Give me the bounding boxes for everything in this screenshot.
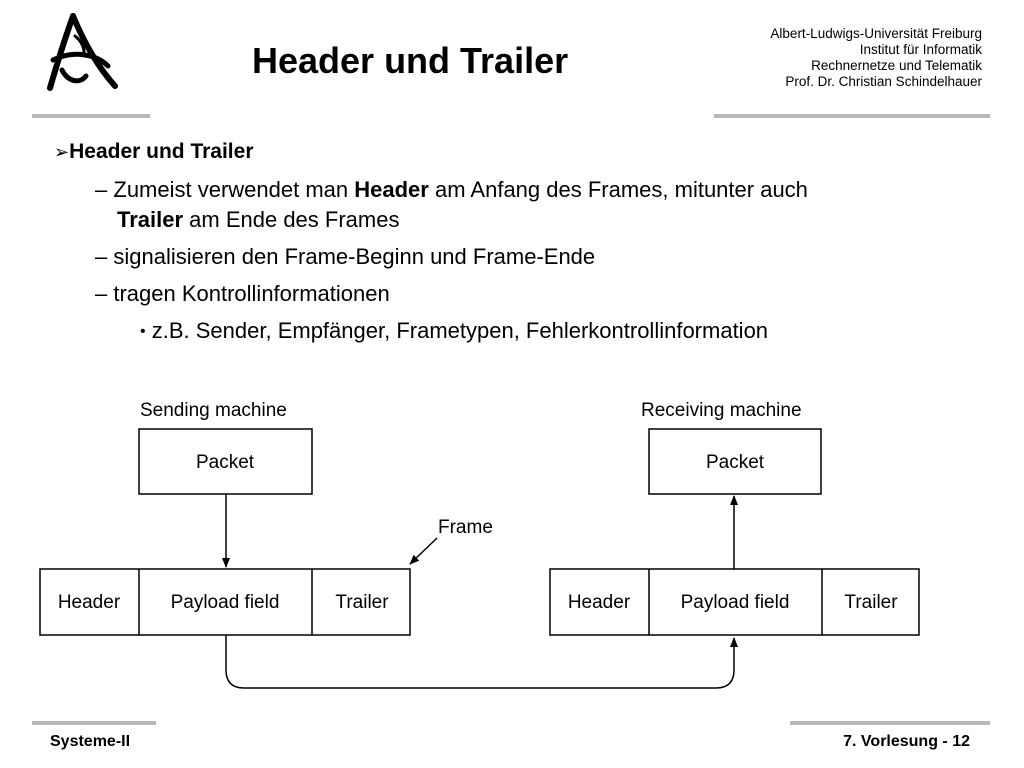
sending-machine-label: Sending machine bbox=[140, 400, 287, 421]
sub-bullet-text: z.B. Sender, Empfänger, Frametypen, Fehl… bbox=[151, 318, 769, 343]
receiving-frame bbox=[549, 568, 920, 636]
receiving-payload-label: Payload field bbox=[681, 592, 790, 613]
slide-title: Header und Trailer bbox=[252, 40, 569, 81]
sending-payload-label: Payload field bbox=[171, 592, 280, 613]
sending-header-label: Header bbox=[58, 592, 121, 613]
footer-course: Systeme-II bbox=[50, 733, 131, 750]
bullet-item-1: – Zumeist verwendet man Header am Anfang… bbox=[95, 177, 808, 203]
bold-term: Trailer bbox=[117, 207, 184, 232]
header-rule-left bbox=[32, 114, 150, 118]
text-span: am Anfang des Frames, mitunter auch bbox=[428, 177, 808, 202]
institution-block: Albert-Ludwigs-Universität Freiburg Inst… bbox=[770, 26, 982, 90]
receiving-trailer-label: Trailer bbox=[844, 592, 898, 613]
university-logo bbox=[47, 13, 118, 91]
header-rule-right bbox=[714, 114, 990, 118]
bullet-item-3: – tragen Kontrollinformationen bbox=[95, 281, 390, 306]
receiving-header-label: Header bbox=[568, 592, 631, 613]
institution-line: Albert-Ludwigs-Universität Freiburg bbox=[770, 26, 982, 41]
transmission-path bbox=[225, 635, 738, 689]
institution-line: Rechnernetze und Telematik bbox=[811, 58, 982, 73]
text-span: Zumeist verwendet man bbox=[113, 177, 355, 202]
frame-pointer-arrow bbox=[409, 537, 438, 565]
bullet-heading: ➢Header und Trailer bbox=[54, 140, 254, 164]
sending-frame bbox=[39, 568, 411, 636]
frame-diagram: Sending machine Packet Frame Header Payl… bbox=[39, 400, 920, 689]
dash-marker: – bbox=[95, 177, 108, 202]
text-span: am Ende des Frames bbox=[183, 207, 400, 232]
footer-rule-right bbox=[790, 721, 990, 725]
bullet-item-1-continued: Trailer am Ende des Frames bbox=[117, 207, 399, 233]
arrow-bullet-icon: ➢ bbox=[54, 142, 70, 162]
institution-line: Prof. Dr. Christian Schindelhauer bbox=[785, 74, 982, 89]
bullet-item-2: – signalisieren den Frame-Beginn und Fra… bbox=[95, 244, 596, 269]
dot-marker: • bbox=[140, 323, 146, 340]
footer-rule-left bbox=[32, 721, 156, 725]
institution-line: Institut für Informatik bbox=[859, 42, 982, 57]
bullet-heading-text: Header und Trailer bbox=[69, 140, 254, 163]
sending-packet-label: Packet bbox=[196, 452, 255, 473]
receiving-packet-box bbox=[648, 428, 822, 495]
receiving-packet-label: Packet bbox=[706, 452, 765, 473]
frame-label: Frame bbox=[438, 517, 493, 538]
receiving-machine-label: Receiving machine bbox=[641, 400, 802, 421]
footer-page: 7. Vorlesung - 12 bbox=[843, 733, 970, 750]
bold-term: Header bbox=[354, 177, 429, 202]
sending-trailer-label: Trailer bbox=[335, 592, 389, 613]
sub-bullet-item: • z.B. Sender, Empfänger, Frametypen, Fe… bbox=[140, 318, 768, 344]
